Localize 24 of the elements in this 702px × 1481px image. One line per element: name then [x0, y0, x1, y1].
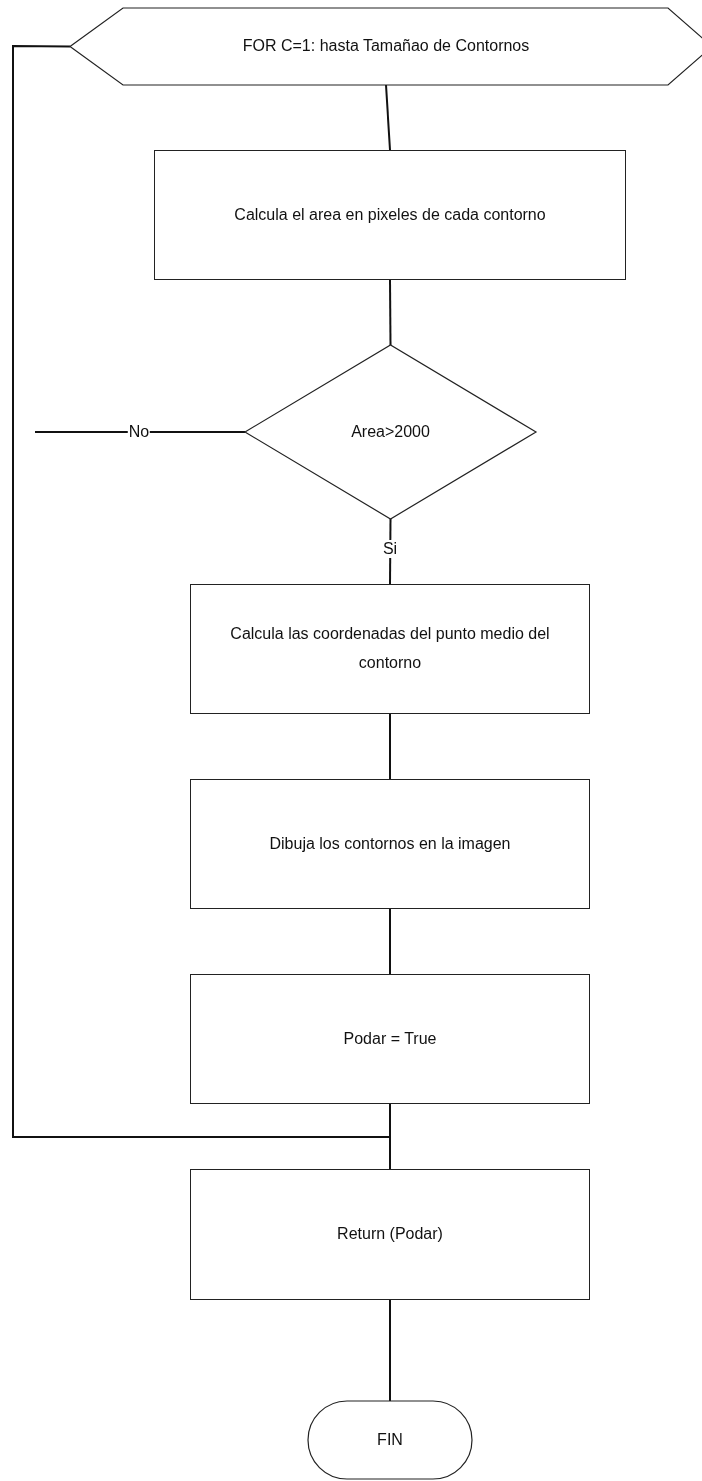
process-box	[190, 584, 590, 714]
step-text: Dibuja los contornos en la imagen	[268, 833, 512, 854]
terminal-shape	[308, 1401, 472, 1479]
step-text: Podar = True	[342, 1028, 438, 1049]
step-text: Area>2000	[350, 421, 431, 442]
edge-label: Si	[381, 540, 399, 558]
connector-line	[34, 431, 246, 433]
step-text: Calcula las coordenadas del punto medio del contorno	[229, 624, 551, 673]
decision-diamond	[245, 345, 536, 519]
step-text: Return (Podar)	[336, 1224, 444, 1245]
process-box	[154, 150, 626, 280]
connector-line	[389, 518, 392, 585]
step-text: Calcula el area en pixeles de cada contorno	[233, 204, 547, 225]
connector-line	[389, 713, 391, 780]
step-text: FIN	[376, 1429, 404, 1450]
process-box	[190, 974, 590, 1104]
connector-line	[389, 908, 391, 975]
connector-line	[385, 84, 391, 151]
connector-line	[389, 1299, 391, 1402]
loop-hexagon	[70, 8, 702, 85]
connector-line	[389, 279, 392, 346]
process-box	[190, 779, 590, 909]
step-text: FOR C=1: hasta Tamañao de Contornos	[241, 36, 531, 57]
process-box	[190, 1169, 590, 1300]
